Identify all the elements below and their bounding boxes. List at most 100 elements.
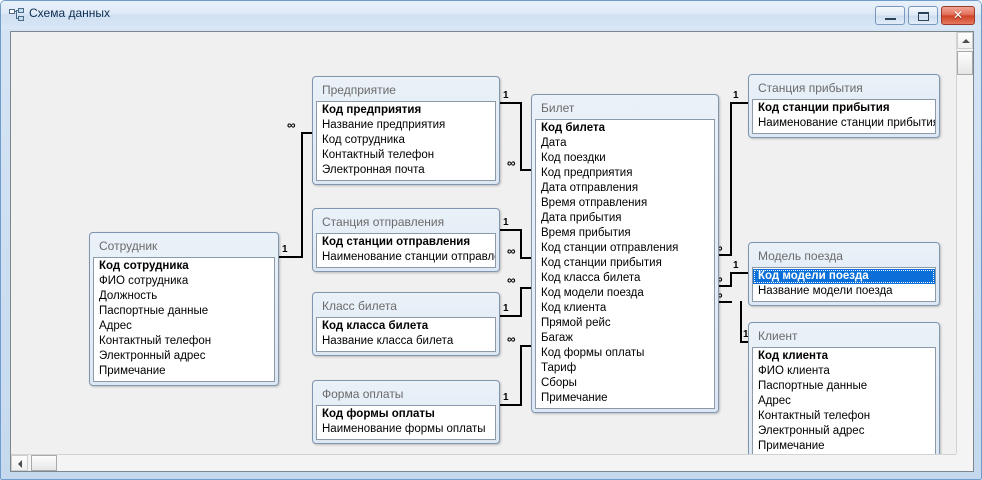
field-item[interactable]: Тариф xyxy=(541,362,577,374)
field-item[interactable]: Код клиента xyxy=(541,302,607,314)
field-item[interactable]: Контактный телефон xyxy=(99,335,212,347)
vertical-scrollbar[interactable] xyxy=(956,32,973,454)
field-item[interactable]: Должность xyxy=(99,290,158,302)
relationship-line[interactable] xyxy=(500,102,522,104)
relationship-line[interactable] xyxy=(719,285,732,287)
field-item[interactable]: Паспортные данные xyxy=(99,305,209,317)
relationship-line[interactable] xyxy=(730,102,748,104)
field-item[interactable]: Время прибытия xyxy=(541,227,631,239)
field-item[interactable]: Код класса билета xyxy=(541,272,641,284)
relationship-line[interactable] xyxy=(520,169,531,171)
field-item[interactable]: Код станции отправления xyxy=(322,236,471,248)
title-bar[interactable]: Схема данных ✕ xyxy=(1,1,981,29)
close-button[interactable]: ✕ xyxy=(941,6,975,25)
scroll-left-button[interactable] xyxy=(11,455,28,471)
field-item[interactable]: Контактный телефон xyxy=(758,410,871,422)
table-title: Станция отправления xyxy=(322,215,445,229)
relationship-line[interactable] xyxy=(730,272,748,274)
chevron-left-icon xyxy=(18,460,22,468)
field-item[interactable]: Дата xyxy=(541,137,567,149)
field-item[interactable]: Код билета xyxy=(541,122,605,134)
field-item[interactable]: Код класса билета xyxy=(322,320,429,332)
field-item[interactable]: ФИО сотрудника xyxy=(99,275,189,287)
field-item[interactable]: Дата прибытия xyxy=(541,212,622,224)
field-item[interactable]: Контактный телефон xyxy=(322,149,435,161)
field-item[interactable]: Код сотрудника xyxy=(99,260,189,272)
minimize-button[interactable] xyxy=(875,6,905,25)
field-item[interactable]: Примечание xyxy=(99,365,166,377)
relationship-line[interactable] xyxy=(730,102,732,256)
field-item[interactable]: Код поездки xyxy=(541,152,606,164)
relationship-line[interactable] xyxy=(520,345,531,347)
field-item[interactable]: Примечание xyxy=(758,440,825,452)
relationship-line[interactable] xyxy=(279,256,303,258)
field-item[interactable]: Время отправления xyxy=(541,197,648,209)
field-item[interactable]: Примечание xyxy=(541,392,608,404)
relationship-line[interactable] xyxy=(520,287,522,317)
relationship-line[interactable] xyxy=(301,132,303,258)
relationship-line[interactable] xyxy=(520,257,531,259)
relationship-line[interactable] xyxy=(500,315,522,317)
relationship-line[interactable] xyxy=(520,229,522,259)
field-item[interactable]: Электронный адрес xyxy=(99,350,206,362)
field-item[interactable]: Код формы оплаты xyxy=(322,408,435,420)
field-item[interactable]: Паспортные данные xyxy=(758,380,868,392)
field-item[interactable]: Багаж xyxy=(541,332,573,344)
relationship-line[interactable] xyxy=(500,229,522,231)
relationship-line[interactable] xyxy=(520,287,531,289)
horizontal-scroll-thumb[interactable] xyxy=(31,455,57,471)
field-item[interactable]: Код модели поезда xyxy=(541,287,644,299)
field-item[interactable]: Код сотрудника xyxy=(322,134,405,146)
field-item[interactable]: Наименование станции прибытия xyxy=(758,117,935,129)
field-item[interactable]: Электронный адрес xyxy=(758,425,865,437)
relationship-line[interactable] xyxy=(740,301,742,343)
relationship-line[interactable] xyxy=(730,272,732,287)
maximize-button[interactable] xyxy=(908,6,938,25)
field-item[interactable]: Адрес xyxy=(99,320,132,332)
field-item[interactable]: Код клиента xyxy=(758,350,829,362)
field-item[interactable]: Название класса билета xyxy=(322,335,454,347)
relationship-line[interactable] xyxy=(719,301,732,303)
field-item[interactable]: Код формы оплаты xyxy=(541,347,645,359)
relationship-line[interactable] xyxy=(719,254,732,256)
field-item[interactable]: Код станции прибытия xyxy=(758,102,890,114)
field-item[interactable]: Электронная почта xyxy=(322,164,425,176)
scroll-up-button[interactable] xyxy=(957,32,973,49)
field-item[interactable]: Код предприятия xyxy=(541,167,633,179)
field-item[interactable]: Наименование формы оплаты xyxy=(322,423,486,435)
table-title: Клиент xyxy=(758,329,798,343)
field-item[interactable]: Код модели поезда xyxy=(753,269,935,284)
relationship-line[interactable] xyxy=(520,345,522,406)
field-item[interactable]: Название модели поезда xyxy=(758,285,893,297)
horizontal-scrollbar[interactable] xyxy=(11,454,956,471)
field-item[interactable]: Сборы xyxy=(541,377,577,389)
field-item[interactable]: Наименование станции отправле xyxy=(322,251,495,263)
vertical-scroll-thumb[interactable] xyxy=(957,51,973,75)
relationship-line[interactable] xyxy=(520,102,522,171)
field-item[interactable]: Код станции отправления xyxy=(541,242,679,254)
field-item[interactable]: ФИО клиента xyxy=(758,365,830,377)
relationship-line[interactable] xyxy=(740,341,748,343)
relationship-line[interactable] xyxy=(301,132,312,134)
relationship-line[interactable] xyxy=(500,404,522,406)
field-item[interactable]: Код станции прибытия xyxy=(541,257,662,269)
field-item[interactable]: Адрес xyxy=(758,395,791,407)
field-item[interactable]: Код предприятия xyxy=(322,104,422,116)
field-item[interactable]: Дата отправления xyxy=(541,182,639,194)
field-item[interactable]: Прямой рейс xyxy=(541,317,611,329)
field-item[interactable]: Название предприятия xyxy=(322,119,446,131)
